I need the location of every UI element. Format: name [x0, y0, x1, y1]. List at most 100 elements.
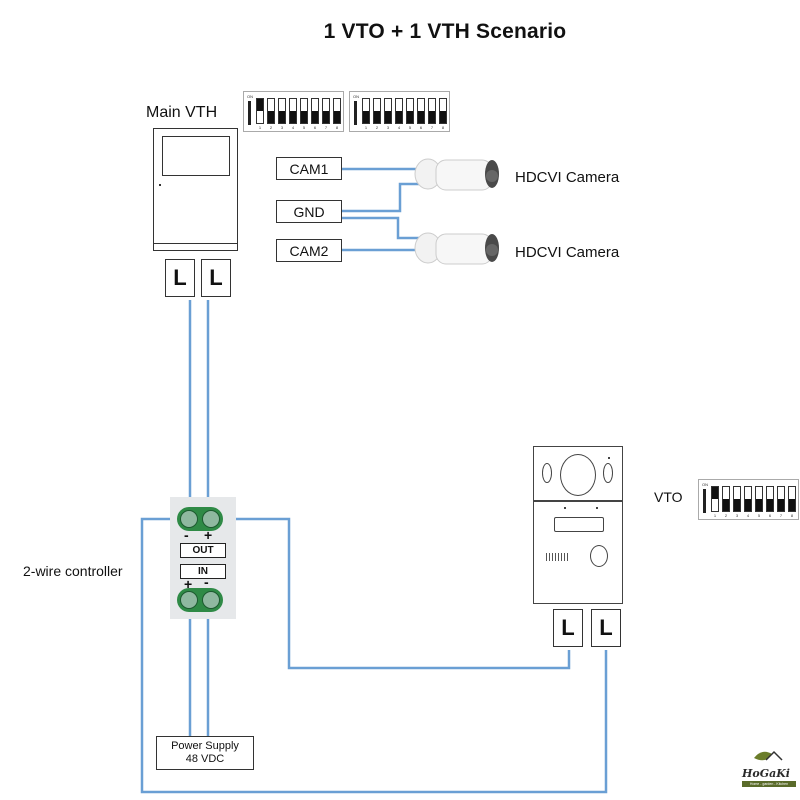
vto-left-light — [542, 463, 552, 483]
dip-on-label: ON — [702, 482, 708, 487]
dip-knob — [323, 111, 329, 123]
dip-knob — [418, 111, 424, 123]
dip-knob — [778, 499, 784, 511]
dip-switch-1[interactable] — [256, 98, 264, 124]
dip-number: 7 — [430, 125, 434, 130]
dip-switch-3[interactable] — [278, 98, 286, 124]
gnd-port: GND — [276, 200, 342, 223]
dip-number: 3 — [735, 513, 739, 518]
dip-switch-7[interactable] — [777, 486, 785, 512]
dip-rail — [703, 489, 706, 513]
diagram-title: 1 VTO + 1 VTH Scenario — [323, 20, 567, 43]
dip-knob — [385, 111, 391, 123]
cam1-port: CAM1 — [276, 157, 342, 180]
dip-switch-4[interactable] — [289, 98, 297, 124]
dip-number: 6 — [419, 125, 423, 130]
main-vth-device — [153, 128, 238, 251]
main-vth-label: Main VTH — [146, 104, 218, 121]
dip-switch-1[interactable] — [362, 98, 370, 124]
dip-switch-5[interactable] — [300, 98, 308, 124]
dip-number: 2 — [269, 125, 273, 130]
hogaki-logo: HoGaKi Home - garden - Kitchen — [740, 748, 798, 798]
logo-tagline: Home - garden - Kitchen — [742, 781, 796, 787]
in-plus-sign: + — [184, 576, 193, 592]
dip-knob — [756, 499, 762, 511]
dip-knob — [407, 111, 413, 123]
logo-leaf-house-icon — [754, 750, 783, 761]
vto-divider — [534, 500, 622, 502]
dip-knob — [789, 499, 795, 511]
vth-bottom-line — [154, 242, 237, 244]
dip-knob — [440, 111, 446, 123]
dip-knob — [257, 99, 263, 111]
vto-terminal-l2: L — [591, 609, 621, 647]
out-label: OUT — [180, 543, 226, 558]
vto-speaker-grille — [546, 553, 568, 561]
dip-knob — [712, 487, 718, 499]
logo-text: HoGaKi — [742, 767, 790, 780]
in-plus-screw — [180, 591, 198, 609]
dip-number: 8 — [441, 125, 445, 130]
dip-switch-8[interactable] — [333, 98, 341, 124]
in-terminal-block — [177, 588, 223, 612]
vto-call-button[interactable] — [590, 545, 608, 567]
dip-knob — [374, 111, 380, 123]
wire-gnd-cam2 — [342, 216, 422, 240]
dip-knob — [334, 111, 340, 123]
dip-switch-2[interactable] — [373, 98, 381, 124]
wire-out-plus-vto — [210, 517, 571, 670]
dip-switch-8[interactable] — [788, 486, 796, 512]
dip-switch-6[interactable] — [311, 98, 319, 124]
dip-switch-2[interactable] — [722, 486, 730, 512]
dip-switch-1[interactable] — [711, 486, 719, 512]
dip-number: 2 — [375, 125, 379, 130]
dip-number: 5 — [302, 125, 306, 130]
vto-camera-lens — [560, 454, 596, 496]
vto-sensor-dot — [608, 457, 610, 459]
dip-knob — [312, 111, 318, 123]
dip-number: 1 — [713, 513, 717, 518]
dip-switch-5[interactable] — [406, 98, 414, 124]
in-label: IN — [180, 564, 226, 579]
power-supply-line1: Power Supply — [171, 740, 239, 752]
camera-2-label: HDCVI Camera — [515, 244, 620, 261]
power-supply-line2: 48 VDC — [185, 753, 225, 765]
dip-switch-5[interactable] — [755, 486, 763, 512]
dip-number: 5 — [408, 125, 412, 130]
dip-rail — [248, 101, 251, 125]
out-plus-screw — [202, 510, 220, 528]
dip-on-label: ON — [353, 94, 359, 99]
vth-terminal-l2: L — [201, 259, 231, 297]
in-minus-screw — [202, 591, 220, 609]
dip-number: 8 — [335, 125, 339, 130]
dip-switch-7[interactable] — [428, 98, 436, 124]
out-plus-sign: + — [204, 527, 213, 543]
dip-switch-4[interactable] — [744, 486, 752, 512]
vto-label: VTO — [654, 489, 683, 505]
dip-switch-6[interactable] — [417, 98, 425, 124]
dip-switch-3[interactable] — [384, 98, 392, 124]
dip-number: 4 — [291, 125, 295, 130]
dip-knob — [429, 111, 435, 123]
vth-screen — [162, 136, 230, 176]
dip-number: 4 — [746, 513, 750, 518]
dip-switch-6[interactable] — [766, 486, 774, 512]
dip-switch-8[interactable] — [439, 98, 447, 124]
dip-number: 3 — [280, 125, 284, 130]
dip-switch-3[interactable] — [733, 486, 741, 512]
dip-number: 2 — [724, 513, 728, 518]
dip-number: 7 — [779, 513, 783, 518]
dip-switch-2[interactable] — [267, 98, 275, 124]
dip-switch-4[interactable] — [395, 98, 403, 124]
dip-number: 6 — [313, 125, 317, 130]
vto-name-plate — [554, 517, 604, 532]
dip-knob — [279, 111, 285, 123]
camera-1-label: HDCVI Camera — [515, 169, 620, 186]
dip-switch-7[interactable] — [322, 98, 330, 124]
dip-knob — [268, 111, 274, 123]
cam2-port: CAM2 — [276, 239, 342, 262]
dip-number: 7 — [324, 125, 328, 130]
